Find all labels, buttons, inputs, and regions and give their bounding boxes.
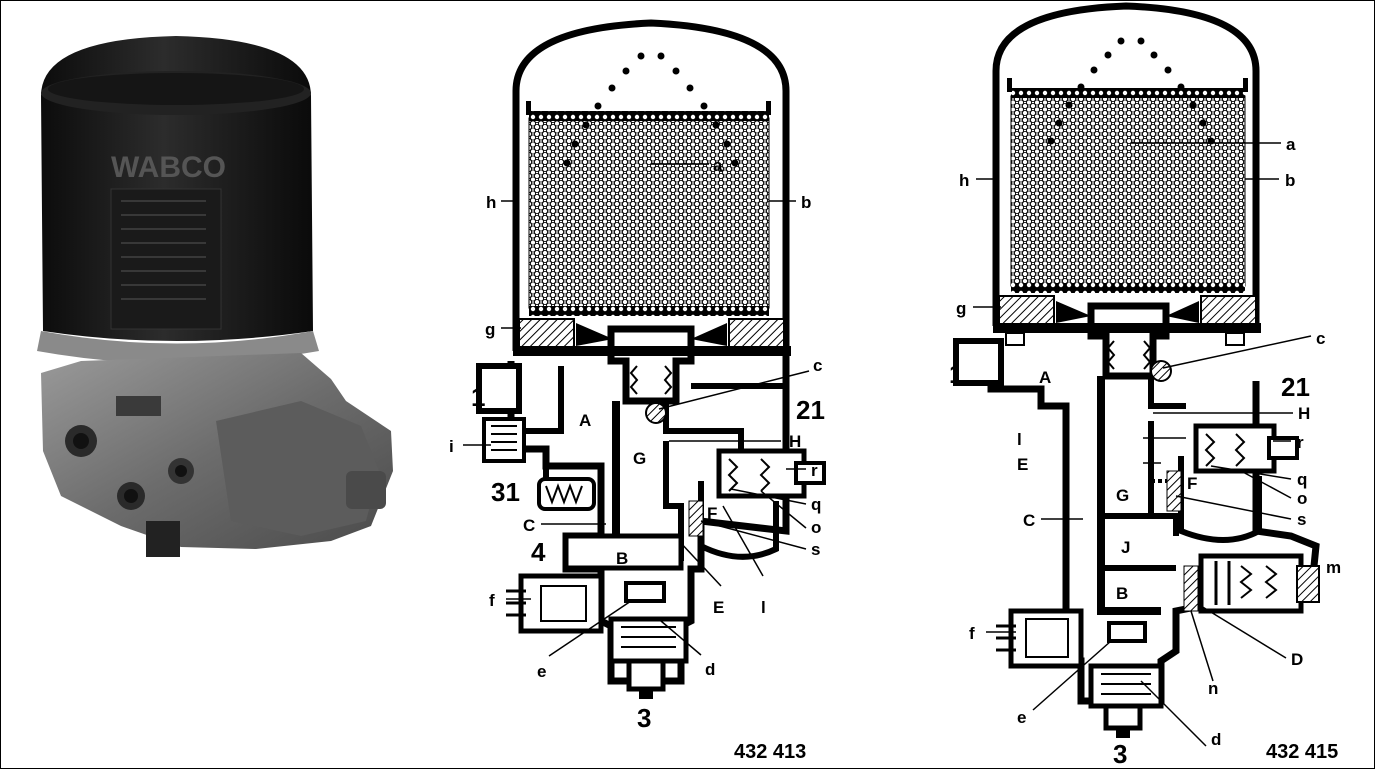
port-31: 31 [491,477,520,507]
label-d: d [705,660,715,679]
label-q: q [811,495,821,514]
label-E: E [713,598,724,617]
label-o: o [811,518,821,537]
label-H: H [1298,404,1310,423]
label-F: F [707,504,717,523]
label-a: a [713,156,723,175]
port-3: 3 [637,703,651,733]
label-r: r [1297,433,1304,452]
label-h: h [959,171,969,190]
port-21: 21 [796,395,825,425]
label-l: l [761,598,766,617]
label-J: J [1121,538,1130,557]
diagram-432-415: a b h g c 1 A 21 H l r E q F G o s C J m… [949,2,1341,768]
label-l: l [1017,430,1022,449]
label-o: o [1297,489,1307,508]
label-c: c [813,356,822,375]
label-r: r [811,461,818,480]
port-1: 1 [471,382,485,412]
port-1: 1 [949,359,963,389]
label-A: A [1039,368,1051,387]
port-21: 21 [1281,372,1310,402]
label-d: d [1211,730,1221,749]
label-F: F [1187,474,1197,493]
label-s: s [811,540,820,559]
label-q: q [1297,470,1307,489]
label-m: m [1326,558,1341,577]
label-g: g [956,299,966,318]
port-4: 4 [531,537,546,567]
label-e: e [1017,708,1026,727]
label-D: D [1291,650,1303,669]
label-e: e [537,662,546,681]
label-C: C [1023,511,1035,530]
drawing-number-left: 432 413 [734,741,806,763]
label-c: c [1316,329,1325,348]
label-f: f [969,624,975,643]
label-i: i [449,437,454,456]
port-3: 3 [1113,739,1127,768]
label-h: h [486,193,496,212]
label-C: C [523,516,535,535]
label-g: g [485,320,495,339]
air-dryer-photo: WABCO [37,36,393,557]
label-G: G [1116,486,1129,505]
label-H: H [789,432,801,451]
label-E: E [1017,455,1028,474]
label-a: a [1286,135,1296,154]
label-A: A [579,411,591,430]
diagram-432-413: a b h g c 1 21 A G H i r 31 q F C o s 4 … [449,19,826,763]
label-f: f [489,591,495,610]
brand-logo: WABCO [111,151,226,184]
drawing-number-right: 432 415 [1266,741,1338,763]
label-b: b [1285,171,1295,190]
label-B: B [616,549,628,568]
label-B: B [1116,584,1128,603]
label-b: b [801,193,811,212]
label-G: G [633,449,646,468]
label-s: s [1297,510,1306,529]
label-n: n [1208,679,1218,698]
